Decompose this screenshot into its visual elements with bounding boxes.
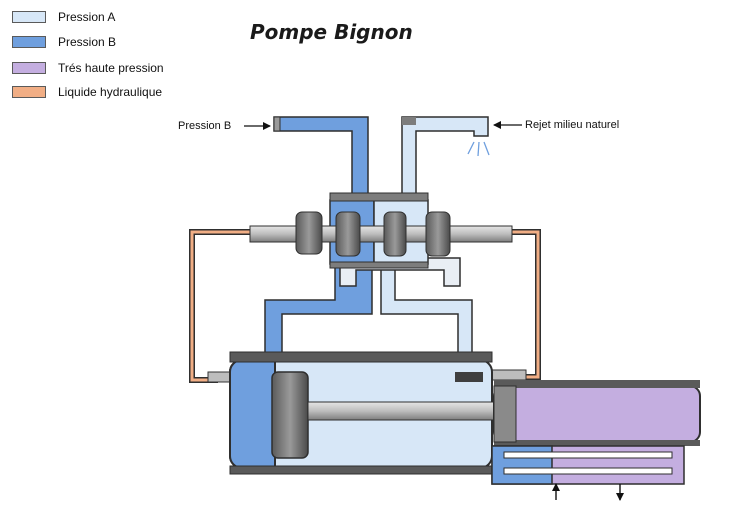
main-piston (271, 371, 309, 459)
callout-rejet-milieu-naturel: Rejet milieu naturel (525, 119, 620, 131)
hydraulic-loop-right (489, 229, 541, 381)
spool-disc-left (295, 211, 323, 255)
high-pressure-cylinder (493, 380, 701, 446)
outlet-pipe-pression-a (401, 116, 489, 206)
callout-pression-b: Pression B (178, 120, 232, 132)
check-valve-block (491, 445, 685, 485)
legend-label-pression-b: Pression B (58, 35, 117, 49)
piston-rod (307, 401, 505, 421)
inlet-pipe-pression-b (273, 116, 369, 206)
legend-item-liquide-hydraulique: Liquide hydraulique (12, 85, 162, 99)
spool-disc-center-right (383, 211, 407, 257)
legend-label-tres-haute-pression: Trés haute pression (58, 61, 164, 75)
diagram-title: Pompe Bignon (250, 20, 413, 44)
valve-rod (249, 225, 513, 243)
legend-swatch-tres-haute-pression (12, 62, 46, 74)
legend-item-pression-a: Pression A (12, 10, 115, 24)
legend-swatch-pression-b (12, 36, 46, 48)
legend-label-pression-a: Pression A (58, 10, 116, 24)
legend-item-tres-haute-pression: Trés haute pression (12, 61, 164, 75)
spool-disc-right (425, 211, 451, 257)
legend-swatch-pression-a (12, 11, 46, 23)
legend-swatch-liquide-hydraulique (12, 86, 46, 98)
legend-label-liquide-hydraulique: Liquide hydraulique (58, 85, 163, 99)
spool-disc-center-left (335, 211, 361, 257)
legend-item-pression-b: Pression B (12, 35, 116, 49)
discharge-spray-icon (467, 141, 490, 157)
